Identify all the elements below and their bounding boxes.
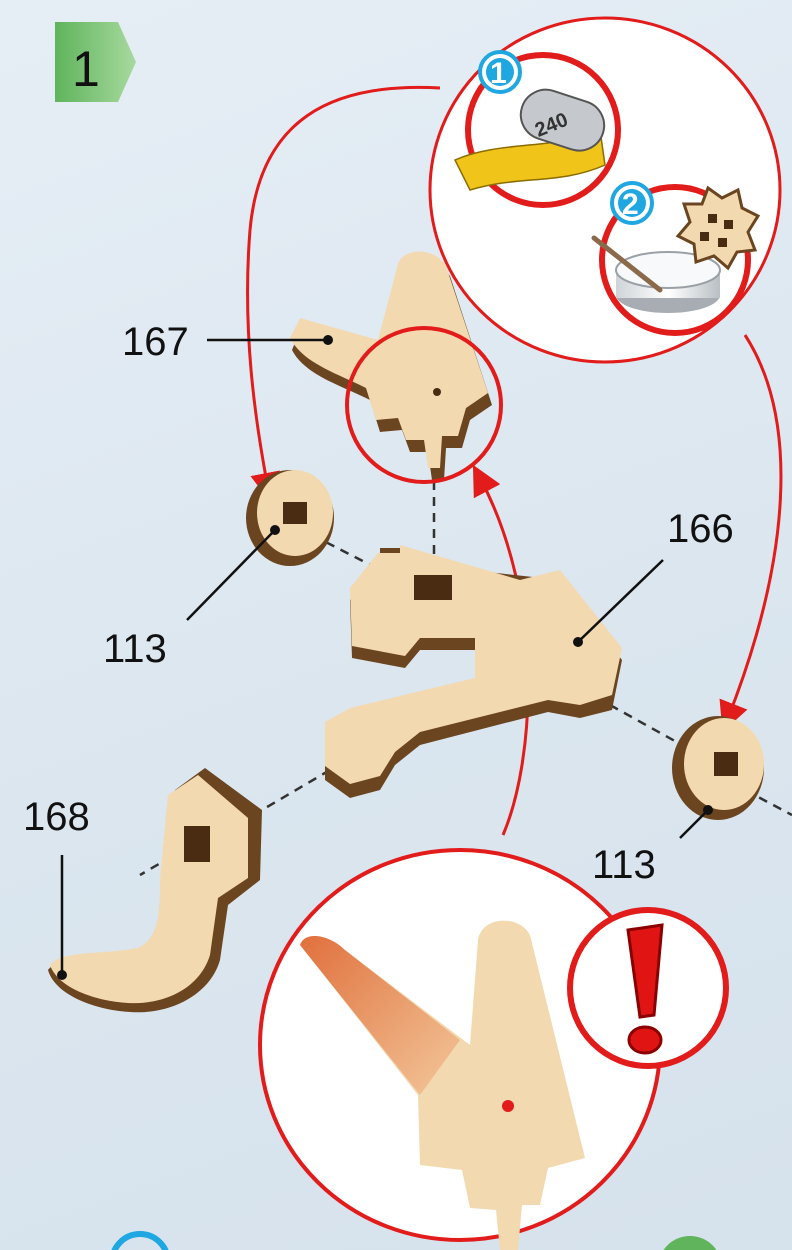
label-113-right: 113 xyxy=(592,843,656,887)
tools-callout: 240 1 2 xyxy=(430,18,780,362)
warning-badge xyxy=(570,910,726,1066)
part-166 xyxy=(325,545,622,798)
label-113-left: 113 xyxy=(103,627,167,671)
detail-callout xyxy=(260,850,726,1250)
sand-step-number: 1 xyxy=(490,57,507,90)
glue-step-marker: 2 xyxy=(612,183,652,223)
glue-callout: 2 xyxy=(594,183,758,333)
label-166: 166 xyxy=(667,507,734,551)
label-167: 167 xyxy=(122,320,189,364)
sand-step-marker: 1 xyxy=(480,52,520,92)
step-number: 1 xyxy=(72,41,100,97)
label-168: 168 xyxy=(23,795,90,839)
part-113-left xyxy=(246,470,334,566)
step-badge: 1 xyxy=(55,22,136,102)
glue-step-number: 2 xyxy=(622,188,639,221)
sanding-callout: 240 1 xyxy=(455,52,618,205)
part-113-right xyxy=(672,716,764,820)
